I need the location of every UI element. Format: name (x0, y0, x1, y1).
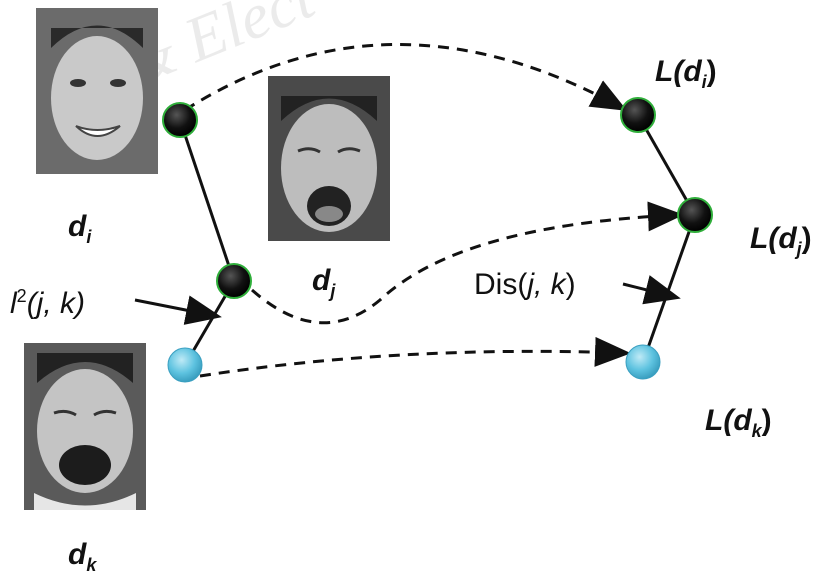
mapping-arrow-i (184, 43, 628, 112)
metric-pointer-left (134, 295, 222, 325)
node-right-j (677, 197, 713, 233)
label-L-d-j: L(dj) (750, 222, 812, 259)
face-photo-d-i (36, 8, 158, 174)
node-right-k (625, 344, 661, 380)
label-L-d-k: L(dk) (705, 404, 772, 441)
edge-right-jk (641, 214, 697, 363)
mapping-arrow-j (251, 201, 684, 325)
edge-right-ij (636, 114, 697, 216)
mapping-arrow-k (199, 336, 631, 378)
label-d-j: dj (312, 264, 336, 301)
label-d-i: di (68, 210, 92, 247)
face-photo-d-j (268, 76, 390, 241)
metric-pointer-right (622, 275, 681, 305)
label-d-k: dk (68, 538, 97, 575)
node-left-i (162, 102, 198, 138)
node-left-j (216, 263, 252, 299)
edge-left-ij (178, 119, 236, 282)
label-L-d-i: L(di) (655, 55, 717, 92)
label-dis-metric: Dis(j, k) (474, 268, 576, 301)
node-left-k (167, 347, 203, 383)
node-right-i (620, 97, 656, 133)
label-l2-metric: l2(j, k) (10, 286, 86, 320)
face-photo-d-k (24, 343, 146, 510)
